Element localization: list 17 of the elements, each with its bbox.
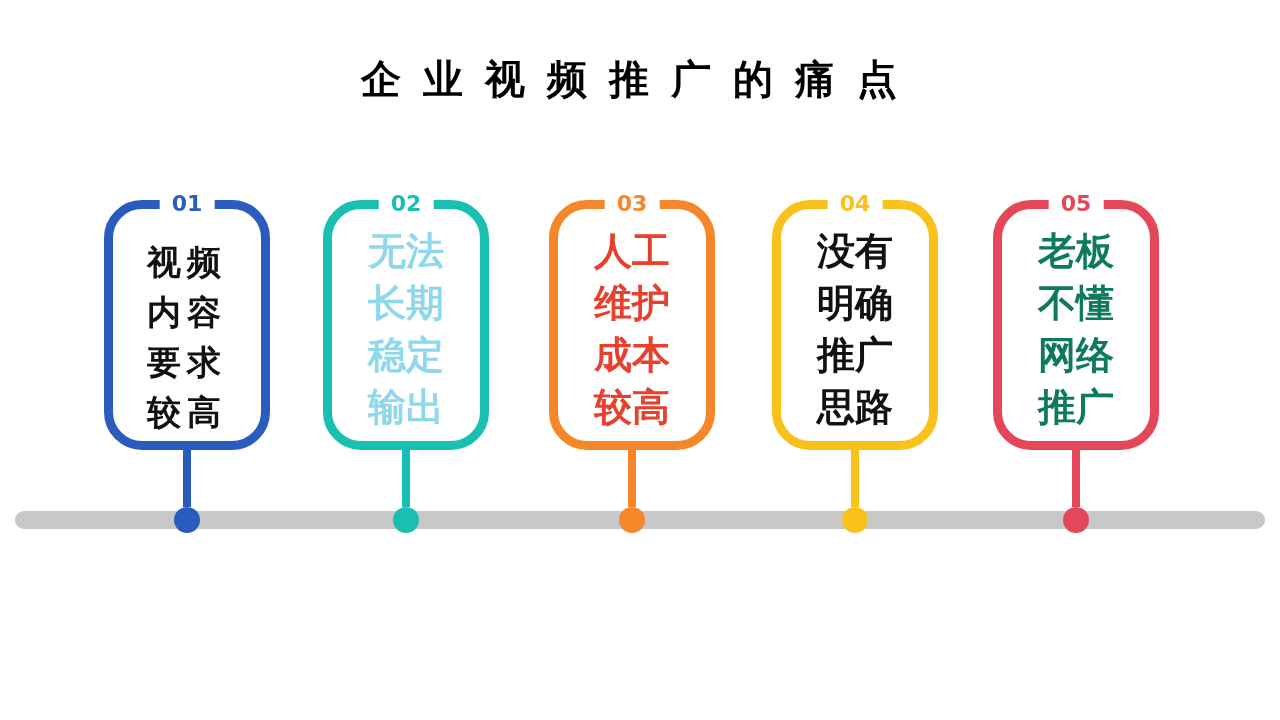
- timeline-dot: [174, 507, 200, 533]
- connector-stem: [851, 450, 859, 507]
- connector-stem: [402, 450, 410, 507]
- connector-stem: [628, 450, 636, 507]
- pain-point-text: 无法长期稳定输出: [366, 228, 445, 431]
- pain-point-text: 人工维护成本较高: [592, 228, 671, 431]
- connector-stem: [183, 450, 191, 507]
- timeline-dot: [393, 507, 419, 533]
- timeline-dot: [1063, 507, 1089, 533]
- pain-point-text: 没有明确推广思路: [815, 228, 894, 431]
- pain-point-text: 老板不懂网络推广: [1036, 228, 1115, 431]
- timeline-bar: [15, 511, 1265, 529]
- connector-stem: [1072, 450, 1080, 507]
- timeline-dot: [619, 507, 645, 533]
- pain-point-text: 视频内容要求较高: [145, 241, 228, 434]
- timeline-dot: [842, 507, 868, 533]
- title: 企业视频推广的痛点: [361, 54, 919, 104]
